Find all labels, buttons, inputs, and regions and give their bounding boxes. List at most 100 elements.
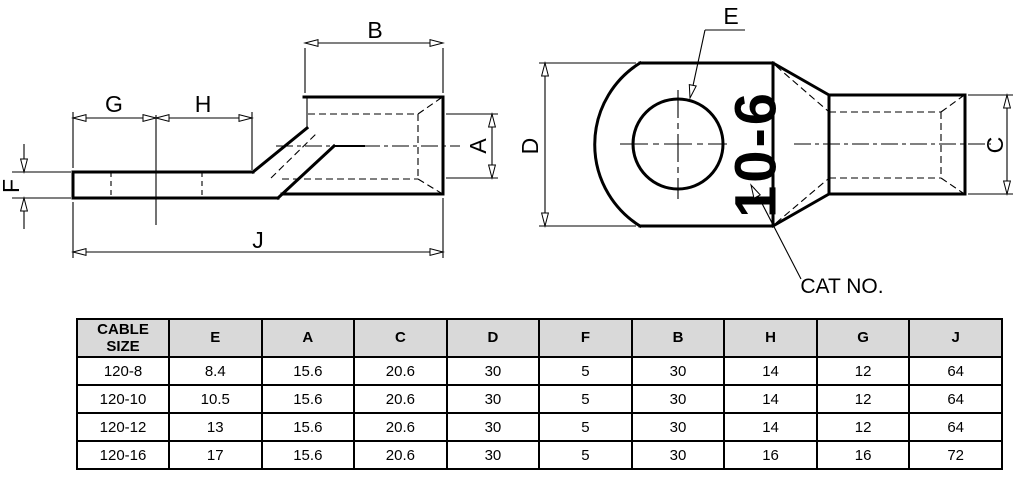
bore-chamfer-bottom — [417, 178, 442, 194]
arrowhead — [540, 61, 550, 77]
arrowhead — [429, 247, 445, 257]
table-cell: 64 — [908, 356, 1003, 386]
neck-lower-edge — [275, 143, 337, 201]
cat-no-label: CAT NO. — [800, 275, 883, 298]
table-header-cell: D — [445, 318, 541, 358]
table-cell: 8.4 — [168, 356, 263, 386]
table-cell: 5 — [538, 412, 633, 442]
arrowhead — [154, 113, 170, 123]
table-cell: 120-16 — [76, 440, 170, 470]
table-cell: 30 — [445, 412, 541, 442]
table-cell: 72 — [908, 440, 1003, 470]
arrowhead — [303, 38, 319, 48]
table-cell: 14 — [723, 384, 818, 414]
table-cell: 30 — [630, 356, 726, 386]
table-row: 120-8 8.4 15.6 20.6 30 5 30 14 12 64 — [76, 356, 1003, 386]
dim-label-d: D — [517, 138, 543, 155]
table-header-cell: B — [630, 318, 726, 358]
side-view: G H F J B A — [0, 17, 498, 258]
dim-label-f: F — [0, 179, 24, 193]
table-cell: 14 — [723, 356, 818, 386]
table-cell: 30 — [630, 412, 726, 442]
bore-chamfer-top — [940, 95, 964, 113]
bore-chamfer-bottom — [940, 177, 964, 194]
table-cell: 64 — [908, 384, 1003, 414]
dim-label-b: B — [367, 17, 382, 43]
table-cell: 30 — [630, 384, 726, 414]
dim-label-a: A — [465, 138, 491, 154]
table-cell: 16 — [815, 440, 911, 470]
table-cell: 16 — [723, 440, 818, 470]
taper-bottom-edge — [770, 191, 832, 229]
arrowhead — [71, 247, 87, 257]
arrowhead — [19, 196, 29, 212]
taper-hidden-top — [775, 65, 829, 112]
arrowhead — [1002, 180, 1012, 196]
table-cell: 12 — [815, 384, 911, 414]
table-cell: 64 — [908, 412, 1003, 442]
table-cell: 15.6 — [260, 384, 356, 414]
table-header-cell: CABLE SIZE — [76, 318, 170, 358]
table-cell: 120-8 — [76, 356, 170, 386]
table-cell: 120-12 — [76, 412, 170, 442]
stamp-text: 10-6 — [724, 90, 789, 218]
arrowhead — [19, 158, 29, 174]
arrowhead — [71, 113, 87, 123]
leader-line-e — [690, 29, 706, 96]
arrowhead — [429, 38, 445, 48]
table-cell: 20.6 — [353, 412, 448, 442]
arrowhead — [1002, 93, 1012, 109]
dim-label-j: J — [252, 227, 264, 253]
dim-label-g: G — [105, 91, 123, 117]
arrowhead — [540, 212, 550, 228]
arrowhead — [487, 164, 497, 180]
leader-line-cat-no — [753, 187, 802, 280]
table-cell: 30 — [445, 356, 541, 386]
table-cell: 30 — [630, 440, 726, 470]
table-cell: 5 — [538, 440, 633, 470]
table-cell: 13 — [168, 412, 263, 442]
arrowhead — [238, 113, 254, 123]
table-cell: 14 — [723, 412, 818, 442]
dim-label-c: C — [982, 137, 1008, 154]
table-cell: 20.6 — [353, 384, 448, 414]
table-header-cell: H — [723, 318, 818, 358]
table-cell: 120-10 — [76, 384, 170, 414]
table-cell: 12 — [815, 412, 911, 442]
taper-hidden-bottom — [775, 178, 829, 224]
table-cell: 5 — [538, 356, 633, 386]
barrel-outline-top-view — [827, 93, 967, 196]
table-header-cell: G — [815, 318, 911, 358]
dimension-table: CABLE SIZE E A C D F B H G J 120-8 8.4 1… — [76, 318, 1003, 470]
arrowhead — [142, 113, 158, 123]
table-cell: 30 — [445, 384, 541, 414]
table-cell: 15.6 — [260, 412, 356, 442]
table-header-row: CABLE SIZE E A C D F B H G J — [76, 318, 1003, 358]
table-cell: 20.6 — [353, 356, 448, 386]
table-row: 120-16 17 15.6 20.6 30 5 30 16 16 72 — [76, 440, 1003, 470]
palm-outline — [71, 170, 280, 200]
neck-upper-edge — [250, 125, 310, 175]
table-cell: 30 — [445, 440, 541, 470]
top-view: D C E 10-6 CAT NO. — [517, 3, 1013, 298]
table-header-cell: C — [353, 318, 448, 358]
table-cell: 15.6 — [260, 440, 356, 470]
ring-arc — [593, 60, 643, 229]
table-cell: 10.5 — [168, 384, 263, 414]
table-header-cell: E — [168, 318, 263, 358]
arrowhead — [750, 183, 762, 199]
table-cell: 15.6 — [260, 356, 356, 386]
table-cell: 5 — [538, 384, 633, 414]
arrowhead — [688, 83, 697, 100]
table-header-cell: A — [260, 318, 356, 358]
table-cell: 20.6 — [353, 440, 448, 470]
table-header-cell: F — [538, 318, 633, 358]
table-row: 120-10 10.5 15.6 20.6 30 5 30 14 12 64 — [76, 384, 1003, 414]
dim-label-e: E — [723, 3, 738, 29]
table-row: 120-12 13 15.6 20.6 30 5 30 14 12 64 — [76, 412, 1003, 442]
table-header-cell: J — [908, 318, 1003, 358]
bore-chamfer-top — [417, 97, 442, 115]
arrowhead — [487, 112, 497, 128]
